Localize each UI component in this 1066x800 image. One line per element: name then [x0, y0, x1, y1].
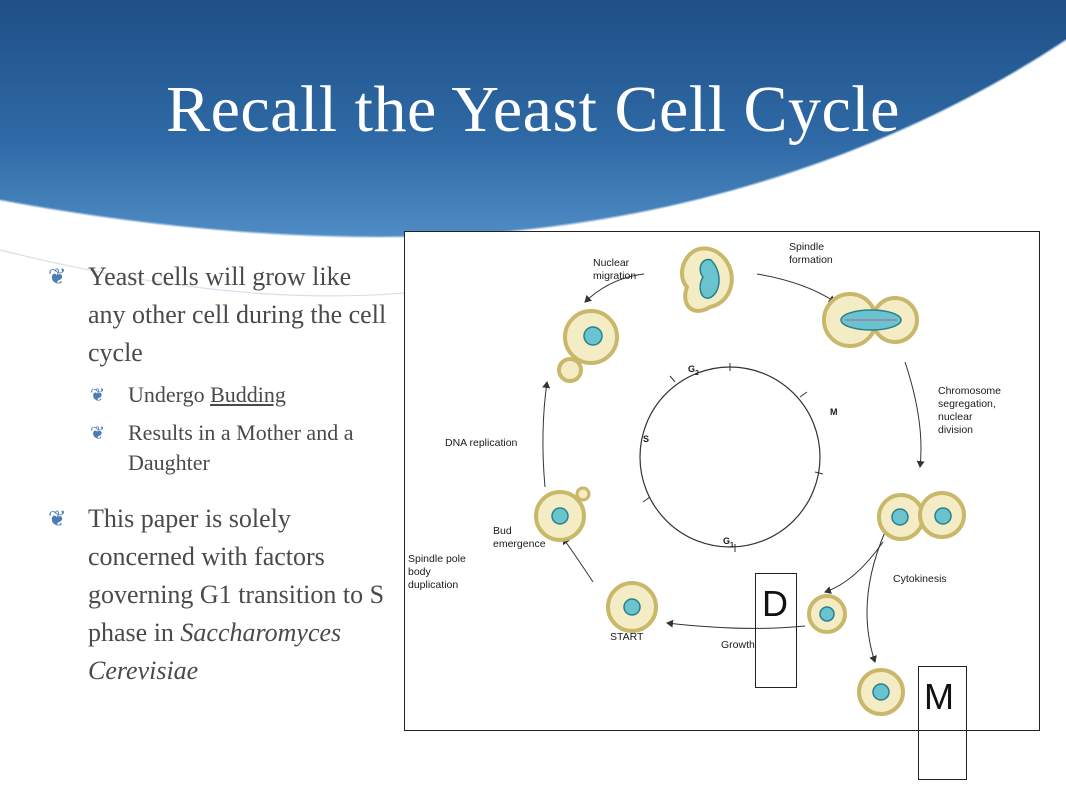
label-spindle-formation: Spindle	[789, 241, 824, 253]
label-chromosome-2: segregation,	[938, 398, 996, 410]
inner-cycle	[639, 363, 824, 552]
bullet-list: ❦ Yeast cells will grow like any other c…	[48, 258, 388, 690]
label-bud-emergence-2: emergence	[493, 538, 546, 550]
label-nuclear-migration-2: migration	[593, 270, 636, 282]
label-spindle-formation-2: formation	[789, 254, 833, 266]
phase-g1: G	[723, 536, 730, 546]
mother-annotation-label: M	[924, 676, 954, 717]
bullet-grow-text: Yeast cells will grow like any other cel…	[88, 262, 387, 367]
cell-start	[606, 581, 658, 633]
bullet-paper: ❦ This paper is solely concerned with fa…	[48, 500, 388, 690]
phase-m: M	[830, 407, 838, 417]
bullet-paper-text: This paper is solely concerned with fact…	[88, 504, 385, 647]
phase-s: S	[643, 434, 649, 444]
slide-title: Recall the Yeast Cell Cycle	[166, 73, 900, 146]
label-spb-3: duplication	[408, 579, 458, 591]
cell-division	[877, 491, 966, 541]
label-bud-emergence: Bud	[493, 525, 512, 537]
cell-nuclear-migration	[680, 246, 734, 313]
label-nuclear-migration: Nuclear	[593, 257, 630, 269]
label-chromosome-4: division	[938, 424, 973, 436]
bullet-grow: ❦ Yeast cells will grow like any other c…	[48, 258, 388, 372]
budding-link[interactable]: Budding	[210, 382, 286, 407]
cell-spindle-formation	[822, 292, 919, 348]
mother-annotation-box	[918, 666, 967, 780]
label-start: START	[610, 631, 644, 643]
subbullet-budding: ❦ Undergo Budding	[48, 380, 388, 410]
bullet-marker-icon: ❦	[90, 423, 106, 443]
bullet-marker-icon: ❦	[48, 264, 67, 289]
phase-g2: G	[688, 364, 695, 374]
label-dna-replication: DNA replication	[445, 437, 518, 449]
cell-dna-replication	[557, 309, 619, 383]
species-name: Saccharomyces Cerevisiae	[88, 618, 342, 685]
label-growth: Growth	[721, 639, 755, 651]
phase-g2-sub: 2	[695, 370, 699, 377]
bullet-marker-icon: ❦	[48, 506, 67, 531]
daughter-annotation-label: D	[762, 583, 788, 624]
cell-cycle-diagram: Nuclear migration Spindle formation Chro…	[404, 231, 1040, 731]
subbullet-mother-daughter: ❦ Results in a Mother and a Daughter	[48, 418, 388, 478]
bullet-marker-icon: ❦	[90, 385, 106, 405]
label-spb-2: body	[408, 566, 432, 578]
outer-cycle-arrows	[542, 273, 925, 663]
subbullet-mother-daughter-text: Results in a Mother and a Daughter	[128, 420, 354, 475]
cell-daughter	[807, 594, 847, 634]
daughter-annotation-box	[755, 573, 797, 688]
subbullet-budding-prefix: Undergo	[128, 382, 211, 407]
label-chromosome-1: Chromosome	[938, 385, 1001, 397]
cell-bud-emergence	[534, 486, 591, 542]
label-spb-1: Spindle pole	[408, 553, 466, 565]
label-chromosome-3: nuclear	[938, 411, 973, 423]
cell-mother	[857, 668, 905, 716]
phase-g1-sub: 1	[730, 542, 734, 549]
label-cytokinesis: Cytokinesis	[893, 573, 947, 585]
